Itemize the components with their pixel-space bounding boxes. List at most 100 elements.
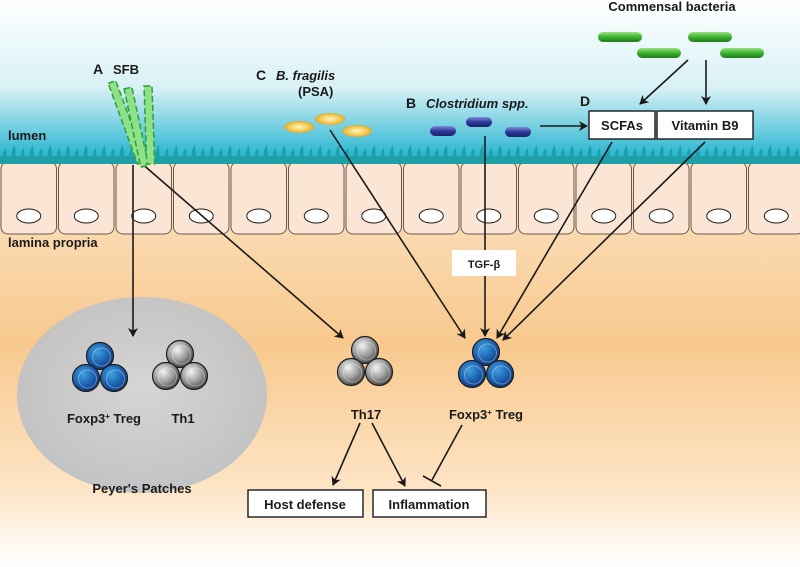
microvillus (209, 145, 214, 160)
labels: lumen lamina propria Peyer's Patches Com… (8, 0, 738, 512)
microvillus (227, 145, 232, 160)
microvillus (758, 148, 763, 160)
th1-cell (179, 361, 209, 391)
microvillus (173, 145, 178, 160)
microvillus (416, 148, 421, 160)
microvillus (515, 145, 520, 160)
bfragilis-cell (342, 125, 372, 137)
microvillus (2, 148, 7, 160)
microvillus (263, 145, 268, 160)
microvillus (281, 145, 286, 160)
microvillus (740, 148, 745, 160)
scfas-label: SCFAs (601, 118, 643, 133)
microvillus (362, 148, 367, 160)
pp-treg-label: Foxp3+ Treg (67, 411, 141, 426)
microvillus (632, 148, 637, 160)
microvillus (335, 145, 340, 160)
epithelial-layer (0, 161, 800, 235)
arrow-bfragilis-to-treg (329, 129, 466, 339)
treg-cell-nucleus-ring (492, 365, 511, 385)
microvillus (380, 148, 385, 160)
treg-cell-nucleus-ring (78, 369, 97, 389)
microvillus (110, 148, 115, 160)
microvillus (722, 148, 727, 160)
nucleus (73, 208, 99, 224)
arrows (128, 59, 711, 487)
host-defense-box (247, 489, 364, 518)
microvillus (326, 148, 331, 160)
microvillus (92, 148, 97, 160)
th1-cell-nucleus-ring (172, 345, 191, 365)
boxes (247, 110, 754, 518)
scfas-box (588, 110, 656, 140)
sfb-bacteria (107, 79, 156, 168)
microvillus (65, 145, 70, 160)
lumen-label: lumen (8, 128, 46, 143)
immune-cells (71, 335, 515, 393)
microvillus (371, 145, 376, 160)
sfb-label: SFB (113, 62, 139, 77)
microvillus (542, 148, 547, 160)
microvillus (218, 148, 223, 160)
microvillus (578, 148, 583, 160)
tgf-beta-box (452, 250, 516, 276)
microvillus (47, 145, 52, 160)
bfragilis-bacteria (284, 113, 372, 137)
label-d: D (580, 93, 590, 109)
th17-cell (364, 357, 394, 387)
microvillus (164, 148, 169, 160)
peyers-patches-label: Peyer's Patches (92, 481, 191, 496)
microvillus (497, 145, 502, 160)
microvillus (11, 145, 16, 160)
label-a: A (93, 61, 103, 77)
microvillus (272, 148, 277, 160)
microvillus (587, 145, 592, 160)
nucleus (533, 208, 559, 224)
lp-treg-label: Foxp3+ Treg (449, 407, 523, 422)
treg-cell (71, 363, 101, 393)
microvillus (641, 145, 646, 160)
microvillus (83, 145, 88, 160)
microvillus (38, 148, 43, 160)
microvillus (533, 145, 538, 160)
microvillus (767, 145, 772, 160)
treg-cell (457, 359, 487, 389)
microvillus (488, 148, 493, 160)
microvillus (461, 145, 466, 160)
microvillus (668, 148, 673, 160)
microvillus (623, 145, 628, 160)
inhibit-bar (422, 475, 442, 487)
bfragilis-label: B. fragilis (276, 68, 335, 83)
arrow-th17-to-host-defense (331, 422, 361, 486)
microvillus (29, 145, 34, 160)
commensal-cell (688, 32, 732, 42)
microvillus (560, 148, 565, 160)
microvillus (308, 148, 313, 160)
treg-cell-nucleus-ring (478, 343, 497, 363)
th17-label: Th17 (351, 407, 381, 422)
microvillus (704, 148, 709, 160)
microvillus (776, 148, 781, 160)
microvillus (191, 145, 196, 160)
arrow-commensal-to-scfas (639, 59, 689, 105)
th17-cell-nucleus-ring (343, 363, 362, 383)
microvillus (200, 148, 205, 160)
commensal-bacteria-label: Commensal bacteria (608, 0, 736, 14)
treg-cell-nucleus-ring (106, 369, 125, 389)
microvillus (182, 148, 187, 160)
nucleus (763, 208, 789, 224)
peyers-patch (17, 297, 267, 493)
th17-cell-nucleus-ring (371, 363, 390, 383)
nucleus (648, 208, 674, 224)
microvillus (614, 148, 619, 160)
microvillus (56, 148, 61, 160)
microvillus (569, 145, 574, 160)
tgf-beta-label: TGF-β (468, 259, 501, 271)
clostridium-label: Clostridium spp. (426, 96, 529, 111)
arrow-sfb-to-th17 (139, 161, 344, 339)
microvillus (353, 145, 358, 160)
nucleus (16, 208, 42, 224)
arrow-scfas-to-treg (496, 141, 613, 339)
microvillus (731, 145, 736, 160)
